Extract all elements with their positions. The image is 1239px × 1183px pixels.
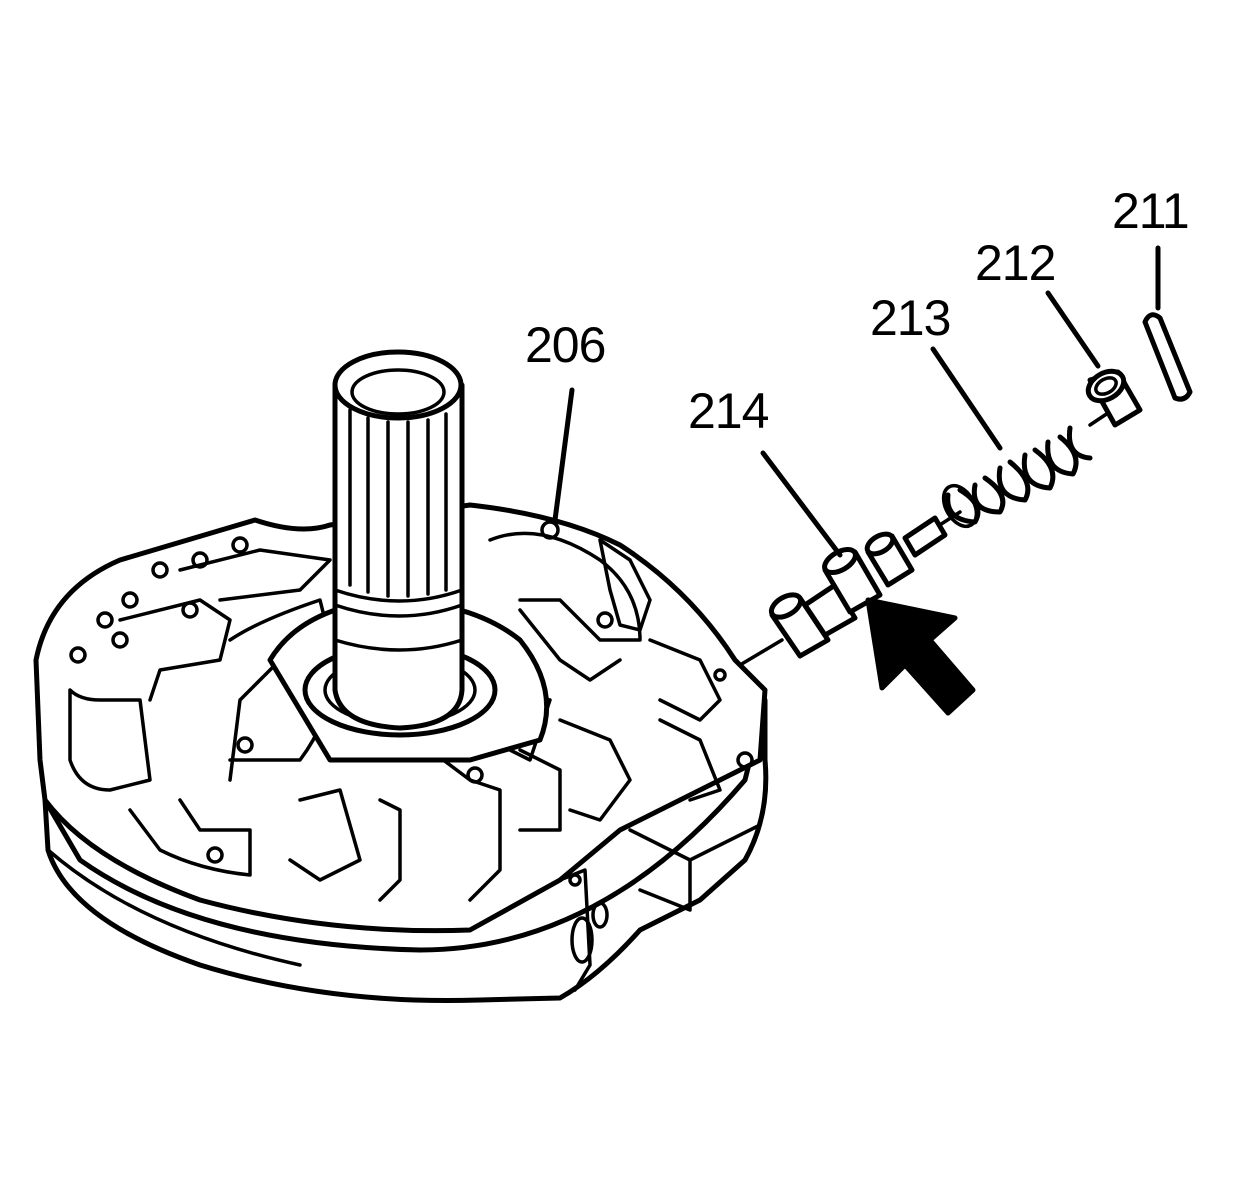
callout-212: 212	[975, 235, 1055, 291]
callout-214: 214	[688, 383, 769, 439]
port-holes	[69, 520, 754, 887]
callout-206: 206	[525, 317, 605, 373]
plug-212	[1085, 368, 1143, 428]
oil-passages	[68, 531, 722, 902]
callout-213: 213	[870, 290, 950, 346]
spring-213	[941, 425, 1093, 529]
arrow-pointer-icon	[865, 597, 976, 716]
valve-214	[768, 515, 948, 659]
callout-211: 211	[1112, 183, 1189, 239]
leader-lines	[552, 245, 1161, 558]
pin-211	[1142, 312, 1193, 402]
stator-shaft	[267, 349, 550, 763]
